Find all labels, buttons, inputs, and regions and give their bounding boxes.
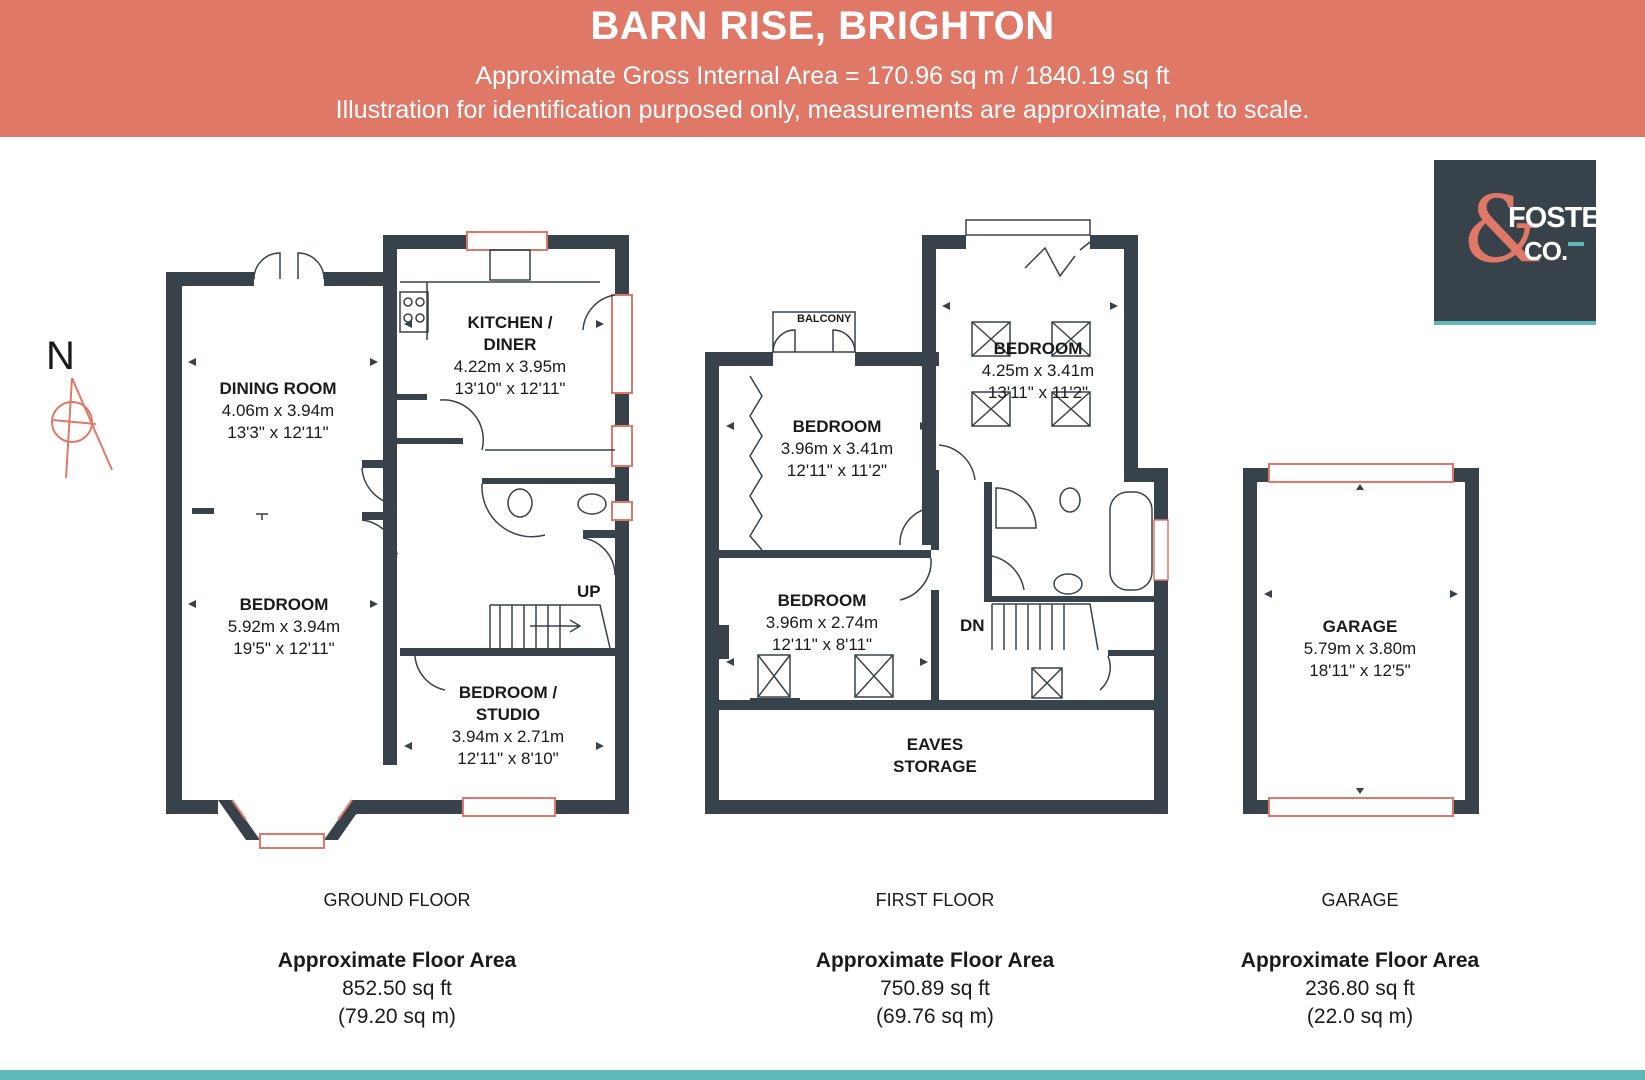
foster-co-logo: & FOSTER CO. xyxy=(1434,160,1621,325)
logo-word-foster: FOSTER xyxy=(1508,202,1621,234)
balcony-label: BALCONY xyxy=(797,313,852,325)
room-eaves-storage: EAVES STORAGE xyxy=(893,735,977,776)
floor-area-heading: Approximate Floor Area xyxy=(277,949,517,972)
garage-summary: GARAGE Approximate Floor Area 236.80 sq … xyxy=(1241,890,1479,1031)
room-bedroom-first-b: BEDROOM 4.25m x 3.41m 13'11" x 11'2" xyxy=(981,339,1095,402)
logo-accent-line xyxy=(1568,242,1584,246)
stairs-up-label: UP xyxy=(577,582,601,601)
ground-floor-details xyxy=(253,249,616,691)
room-studio: BEDROOM / STUDIO 3.94m x 2.71m 12'11" x … xyxy=(451,683,565,768)
footer-accent-bar xyxy=(0,1070,1645,1080)
room-kitchen: KITCHEN / DINER 4.22m x 3.95m 13'10" x 1… xyxy=(453,313,567,398)
garage-plan xyxy=(1243,468,1479,814)
floor-area-sqm: (69.76 sq m) xyxy=(876,1005,994,1028)
first-floor-windows xyxy=(749,219,1169,699)
floor-area-heading: Approximate Floor Area xyxy=(1240,949,1480,972)
floor-area-sqft: 750.89 sq ft xyxy=(880,977,990,1000)
room-bedroom-first-c: BEDROOM 3.96m x 2.74m 12'11" x 8'11" xyxy=(765,591,879,654)
first-floor-plan xyxy=(705,235,1168,814)
property-title: BARN RISE, BRIGHTON xyxy=(590,4,1055,48)
floor-name: FIRST FLOOR xyxy=(875,890,995,910)
garage-doors xyxy=(1268,463,1454,817)
room-bedroom-first-a: BEDROOM 3.96m x 3.41m 12'11" x 11'2" xyxy=(780,417,894,480)
floor-name: GROUND FLOOR xyxy=(323,890,471,910)
header-banner: BARN RISE, BRIGHTON Approximate Gross In… xyxy=(0,0,1645,137)
ground-floor-summary: GROUND FLOOR Approximate Floor Area 852.… xyxy=(278,890,516,1031)
stairs-down-label: DN xyxy=(960,616,985,635)
compass-icon xyxy=(51,377,113,479)
floor-area-sqm: (22.0 sq m) xyxy=(1306,1005,1414,1028)
floor-area-heading: Approximate Floor Area xyxy=(815,949,1055,972)
room-dining: DINING ROOM 4.06m x 3.94m 13'3" x 12'11" xyxy=(219,379,337,442)
gross-area-text: Approximate Gross Internal Area = 170.96… xyxy=(475,62,1170,90)
north-label: N xyxy=(46,334,75,378)
first-floor-summary: FIRST FLOOR Approximate Floor Area 750.8… xyxy=(816,890,1054,1031)
room-bedroom-ground: BEDROOM 5.92m x 3.94m 19'5" x 12'11" xyxy=(227,595,341,658)
logo-ampersand: & xyxy=(1462,176,1544,283)
disclaimer-text: Illustration for identification purposed… xyxy=(335,96,1310,124)
ground-floor-plan xyxy=(166,235,629,840)
room-garage: GARAGE 5.79m x 3.80m 18'11" x 12'5" xyxy=(1303,617,1417,680)
floor-area-sqft: 852.50 sq ft xyxy=(342,977,452,1000)
logo-word-co: CO. xyxy=(1524,236,1568,266)
ground-floor-windows xyxy=(231,231,633,849)
floor-area-sqft: 236.80 sq ft xyxy=(1305,977,1415,1000)
dimension-arrows xyxy=(188,302,1458,794)
floor-name: GARAGE xyxy=(1321,890,1399,910)
floor-area-sqm: (79.20 sq m) xyxy=(338,1005,456,1028)
